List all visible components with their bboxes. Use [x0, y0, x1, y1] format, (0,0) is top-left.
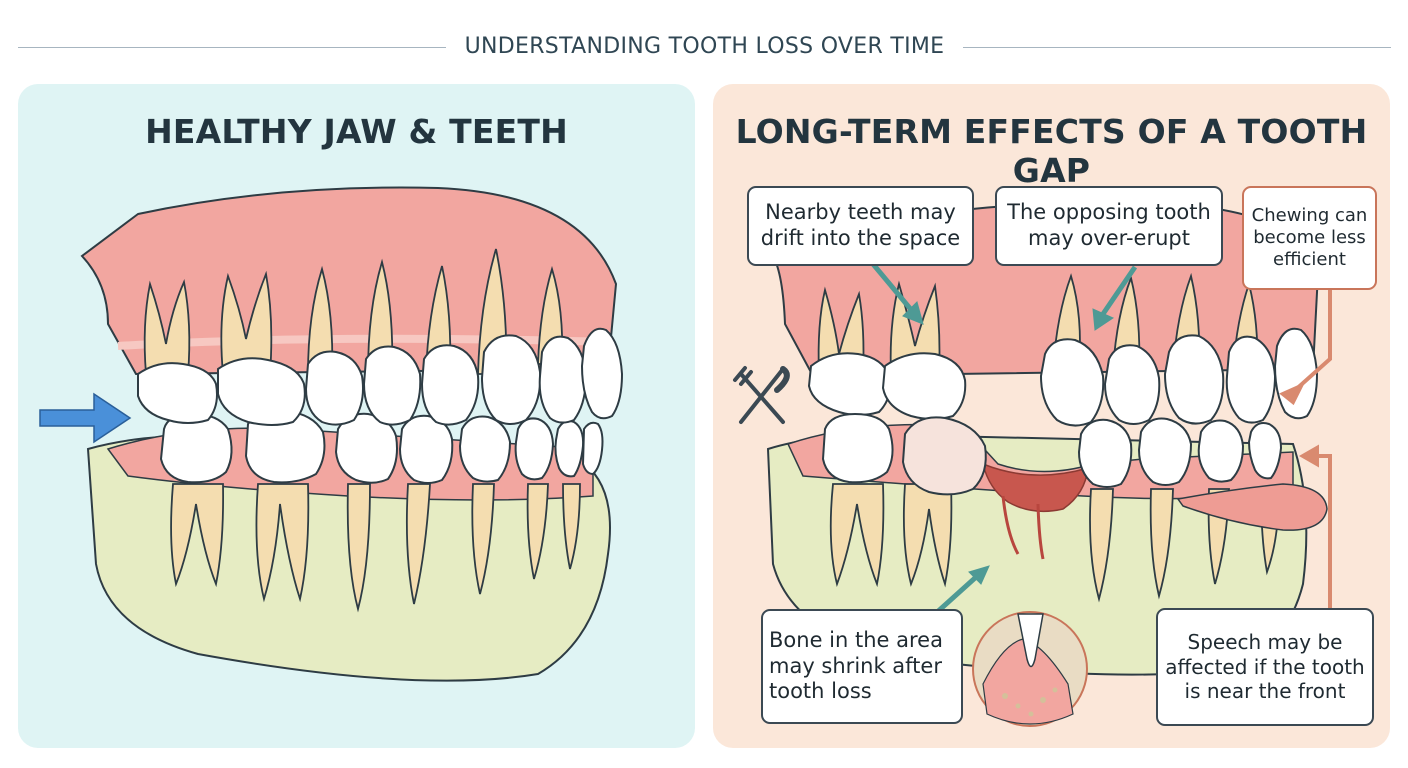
tooth-gap-panel: LONG-TERM EFFECTS OF A TOOTH GAP Nearby …	[713, 84, 1390, 748]
callout-chewing: Chewing can become less efficient	[1242, 186, 1377, 290]
lower-roots	[170, 483, 581, 613]
header-rule-right	[963, 47, 1391, 48]
callout-bone: Bone in the area may shrink after tooth …	[761, 609, 963, 724]
page-title: UNDERSTANDING TOOTH LOSS OVER TIME	[464, 34, 945, 59]
arrow-bone	[933, 565, 990, 616]
callout-over-erupt-text: The opposing tooth may over-erupt	[1007, 200, 1211, 250]
arrow-chewing	[1279, 290, 1332, 406]
tongue	[1176, 483, 1328, 531]
gap-panel-title: LONG-TERM EFFECTS OF A TOOTH GAP	[735, 112, 1368, 190]
healthy-jaw-panel: HEALTHY JAW & TEETH	[18, 84, 695, 748]
lower-crowns	[821, 412, 1283, 496]
arrow-right-icon	[39, 392, 132, 444]
lower-crowns	[159, 409, 604, 484]
callout-drift: Nearby teeth may drift into the space	[747, 186, 974, 266]
healthy-jaw-illustration	[39, 186, 624, 682]
upper-crowns	[807, 327, 1319, 427]
callout-chewing-text: Chewing can become less efficient	[1251, 205, 1368, 270]
tilted-tooth	[901, 416, 987, 496]
callout-drift-text: Nearby teeth may drift into the space	[760, 200, 961, 250]
callout-speech: Speech may be affected if the tooth is n…	[1156, 608, 1374, 726]
arrow-speech	[1298, 444, 1332, 608]
healthy-panel-title: HEALTHY JAW & TEETH	[145, 112, 568, 151]
page-header: UNDERSTANDING TOOTH LOSS OVER TIME	[0, 26, 1408, 70]
gap-socket	[981, 462, 1089, 513]
fork-knife-icon	[733, 366, 790, 424]
callout-speech-text: Speech may be affected if the tooth is n…	[1165, 630, 1365, 704]
callout-over-erupt: The opposing tooth may over-erupt	[995, 186, 1223, 266]
arrow-drift	[871, 262, 924, 325]
callout-bone-text: Bone in the area may shrink after tooth …	[769, 628, 943, 704]
header-rule-left	[18, 47, 446, 48]
upper-crowns	[137, 327, 624, 426]
bone-detail-icon	[972, 611, 1088, 727]
arrow-over-erupt	[1092, 265, 1138, 331]
